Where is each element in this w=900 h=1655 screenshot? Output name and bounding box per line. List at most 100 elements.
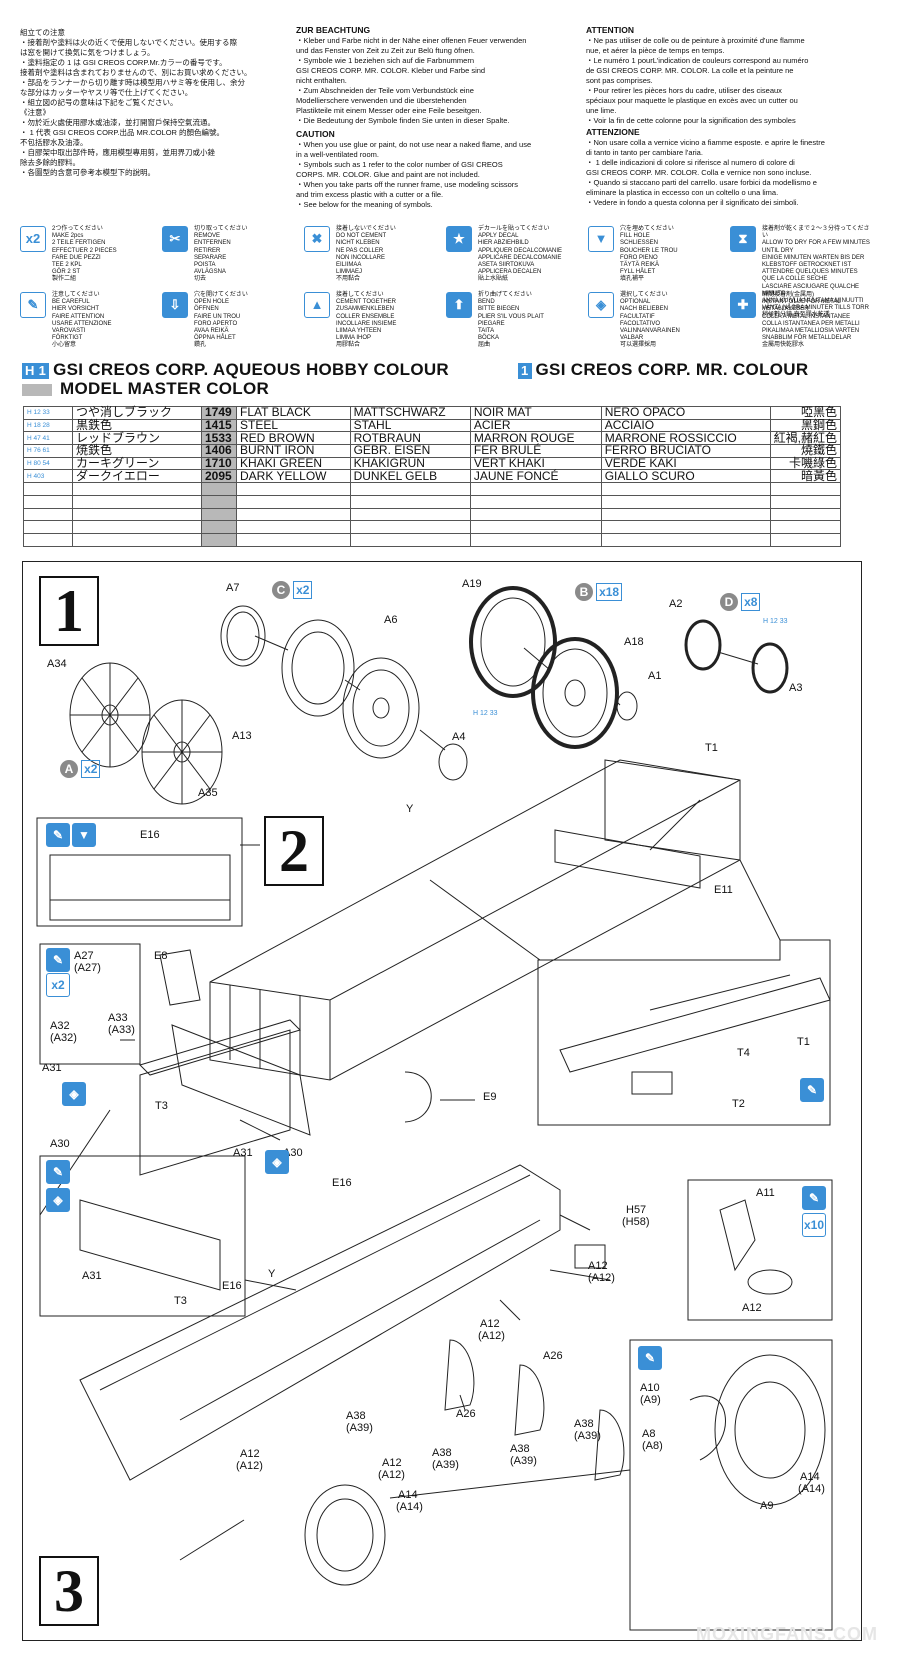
symbol-text: 瞬間接着剤(金属用) INSTANT GLUE FOR METAL METALL…: [762, 292, 860, 349]
notes-de-heading: ZUR BEACHTUNG: [296, 25, 371, 35]
idler-wheel-drawing: [304, 1484, 386, 1586]
open-hole-icon: ⇩: [162, 292, 188, 318]
note-line: ・Vedere in fondo a questa colonna per il…: [586, 198, 799, 207]
color-cell-num: 2095: [201, 469, 237, 484]
be-careful-icon: ✎: [638, 1346, 662, 1370]
symbol-be-careful: ✎注意してください BE CAREFUL HIER VORSICHT FAIRE…: [20, 292, 160, 348]
notes-en-heading: CAUTION: [296, 129, 335, 139]
color-cell-num: 1406: [201, 444, 237, 458]
mr-color-tag: 1: [518, 363, 532, 379]
part-label: (A33): [108, 1024, 135, 1036]
part-label: E16: [222, 1280, 242, 1292]
notes-fr-heading: ATTENTION: [586, 25, 635, 35]
optional-icon: ◈: [588, 292, 614, 318]
note-line: 接着剤や塗料は含まれておりませんので、別にお買い求めください。: [20, 68, 252, 77]
part-label: A31: [42, 1062, 62, 1074]
color-ref-b: H 12 33: [473, 710, 498, 717]
sprue-b-badge: B x18: [575, 583, 623, 601]
bend-icon: ⬆: [446, 292, 472, 318]
detail-box-a31: [39, 1155, 246, 1317]
cement-together-icon: ▲: [304, 292, 330, 318]
part-label: A19: [462, 578, 482, 590]
note-line: ・ 1 代表 GSI CREOS CORP.出品 MR.COLOR 的顏色編號。: [20, 128, 225, 137]
sprue-c-icon: C: [272, 581, 290, 599]
part-label: A7: [226, 582, 240, 594]
make-10-icon: x10: [802, 1213, 826, 1237]
note-line: GSI CREOS CORP. MR. COLOR. Colla e verni…: [586, 168, 812, 177]
symbol-fill-hole: ▼穴を埋めてください FILL HOLE SCHLIESSEN BOUCHER …: [588, 226, 728, 282]
part-a19-wheel-drawing: [469, 586, 557, 698]
note-line: ・塗料指定の 1 は GSI CREOS CORP.Mr.カラーの番号です。: [20, 58, 227, 67]
note-line: nicht enthalten.: [296, 76, 347, 85]
notes-fr-it: ATTENTION ・Ne pas utiliser de colle ou d…: [586, 25, 868, 208]
part-label: A10: [640, 1382, 660, 1394]
part-label: A4: [452, 731, 466, 743]
symbol-decal: ★デカールを貼ってください APPLY DECAL HIER ABZIEHBIL…: [446, 226, 586, 282]
part-e11-drawing: [554, 829, 701, 889]
part-label: A6: [384, 614, 398, 626]
part-label: A2: [669, 598, 683, 610]
decal-icon: ★: [446, 226, 472, 252]
note-line: ・部品をランナーから切り離す時は模型用ハサミ等を使用し、余分: [20, 78, 245, 87]
part-label: (A12): [478, 1330, 505, 1342]
notes-jp: 組立ての注意・接着剤や塗料は火の近くで使用しないでください。使用する際 は窓を開…: [20, 28, 282, 178]
note-line: Plastikteile mit einem Messer oder eine …: [296, 106, 482, 115]
note-line: ・勿於近火處使用膠水或油漆，並打開窗戶保持空氣流通。: [20, 118, 215, 127]
note-line: ・Symbols such as 1 refer to the color nu…: [296, 160, 503, 169]
part-label: (A12): [378, 1469, 405, 1481]
make-2-icon: x2: [20, 226, 46, 252]
note-line: ・Ne pas utiliser de colle ou de peinture…: [586, 36, 805, 45]
part-label: Y: [406, 803, 414, 815]
part-label: A1: [648, 670, 662, 682]
detail-box-t1: [537, 939, 831, 1126]
part-label: (A14): [396, 1501, 423, 1513]
part-label: (A39): [510, 1455, 537, 1467]
wait-icon: ⧗: [730, 226, 756, 252]
remove-icon: ✂: [162, 226, 188, 252]
part-label: E16: [332, 1177, 352, 1189]
part-e8-drawing: [159, 949, 201, 1006]
part-label: E16: [140, 829, 160, 841]
symbol-cement-together: ▲接着してください CEMENT TOGETHER ZUSAMMENKLEBEN…: [304, 292, 444, 348]
make-2-icon: x2: [46, 973, 70, 997]
be-careful-icon: ✎: [802, 1186, 826, 1210]
symbol-text: デカールを貼ってください APPLY DECAL HIER ABZIEHBILD…: [478, 226, 563, 283]
part-e9-drawing: [404, 1071, 432, 1123]
part-label: A13: [232, 730, 252, 742]
note-line: ・接着剤や塗料は火の近くで使用しないでください。使用する際: [20, 38, 238, 47]
sprue-c-badge: C x2: [272, 581, 313, 599]
notes-it-heading: ATTENZIONE: [586, 127, 640, 137]
part-label: (A32): [50, 1032, 77, 1044]
optional-icon: ◈: [46, 1188, 70, 1212]
part-label: A38: [574, 1418, 594, 1430]
part-label: A38: [432, 1447, 452, 1459]
symbol-text: 2つ作ってください MAKE 2pcs 2 TEILE FERTIGEN EFF…: [52, 226, 117, 283]
part-label: (A39): [432, 1459, 459, 1471]
symbol-text: 接着剤が乾くまで２～３分待ってください ALLOW TO DRY FOR A F…: [762, 226, 870, 319]
be-careful-icon: ✎: [46, 948, 70, 972]
step-number-2: 2: [264, 816, 324, 886]
part-label: T2: [732, 1098, 745, 1110]
note-line: und das Fenster von Zeit zu Zeit zur Bel…: [296, 46, 475, 55]
part-label: A9: [760, 1500, 774, 1512]
note-line: spéciaux pour maquette le plastique en e…: [586, 96, 798, 105]
part-label: A12: [240, 1448, 260, 1460]
note-line: ・各圖型的含意可參考本模型下的說明。: [20, 168, 155, 177]
color-cell-num: 1749: [201, 406, 237, 420]
part-label: A38: [346, 1410, 366, 1422]
note-line: di tanto in tanto per cambiare l'aria.: [586, 148, 703, 157]
symbol-text: 折り曲げてください BEND BITTE BIEGEN PLIER S'IL V…: [478, 292, 544, 349]
part-label: A12: [588, 1260, 608, 1272]
symbol-legend-row-2: ✎注意してください BE CAREFUL HIER VORSICHT FAIRE…: [20, 292, 880, 352]
note-line: 除去多餘的膠料。: [20, 158, 80, 167]
part-a4-drawing: [438, 743, 468, 781]
note-line: eliminare la plastica in eccesso con un …: [586, 188, 779, 197]
